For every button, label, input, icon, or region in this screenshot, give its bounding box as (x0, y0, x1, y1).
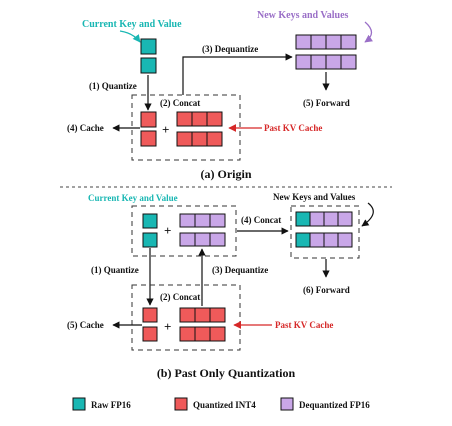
current-key-value-label-b: Current Key and Value (88, 193, 178, 203)
raw-kv-block (140, 38, 157, 74)
quantized-current-block (140, 111, 157, 147)
combined-kv-block (295, 211, 353, 248)
past-only-section: Current Key and Value New Keys and Value… (67, 192, 374, 380)
legend: Raw FP16 Quantized INT4 Dequantized FP16 (72, 397, 370, 411)
concat-box (131, 94, 241, 161)
combined-kv-box (290, 205, 360, 259)
concat-label: (2) Concat (160, 98, 200, 108)
dequantized-cache-block (179, 213, 226, 247)
plus-sign-top-b: + (164, 223, 171, 238)
legend-swatch-int4 (174, 397, 188, 411)
plus-sign-bottom-b: + (164, 319, 171, 334)
legend-label-deq: Dequantized FP16 (299, 400, 370, 410)
legend-label-raw: Raw FP16 (91, 400, 131, 410)
quantize-label: (1) Quantize (89, 81, 137, 91)
new-keys-values-label-b: New Keys and Values (273, 192, 356, 202)
quantized-current-block-b (142, 307, 158, 342)
concat2-label: (2) Concat (160, 292, 200, 302)
past-cache-label: Past KV Cache (264, 123, 322, 133)
dequantize-arrow (182, 53, 293, 95)
dequantize-label-b: (3) Dequantize (212, 265, 268, 275)
new-pointer-arrow-b (361, 202, 374, 227)
past-cache-label-b: Past KV Cache (275, 320, 333, 330)
legend-swatch-raw (72, 397, 86, 411)
current-key-value-label: Current Key and Value (82, 19, 182, 30)
cache-label-b: (5) Cache (67, 320, 104, 330)
legend-swatch-deq (280, 397, 294, 411)
new-kv-block (295, 34, 357, 70)
new-keys-values-label: New Keys and Values (257, 10, 349, 21)
quantize-label-b: (1) Quantize (91, 265, 139, 275)
origin-section: Current Key and Value New Keys and Value… (67, 10, 373, 181)
plus-sign: + (162, 122, 169, 137)
legend-label-int4: Quantized INT4 (193, 400, 256, 410)
current-pointer-arrow (119, 30, 141, 43)
dequantize-label: (3) Dequantize (202, 44, 258, 54)
forward-label: (5) Forward (303, 98, 350, 108)
past-kv-cache-block-b (179, 307, 226, 342)
dequantized-concat-box (131, 205, 237, 257)
raw-kv-block-b (142, 213, 158, 248)
origin-caption: (a) Origin (201, 167, 252, 181)
concat4-label: (4) Concat (241, 215, 281, 225)
past-kv-cache-block (176, 111, 223, 147)
forward-label-b: (6) Forward (303, 285, 350, 295)
quantized-concat-box (131, 284, 241, 351)
past-only-caption: (b) Past Only Quantization (157, 366, 296, 380)
new-pointer-arrow (364, 21, 373, 43)
cache-label: (4) Cache (67, 123, 104, 133)
